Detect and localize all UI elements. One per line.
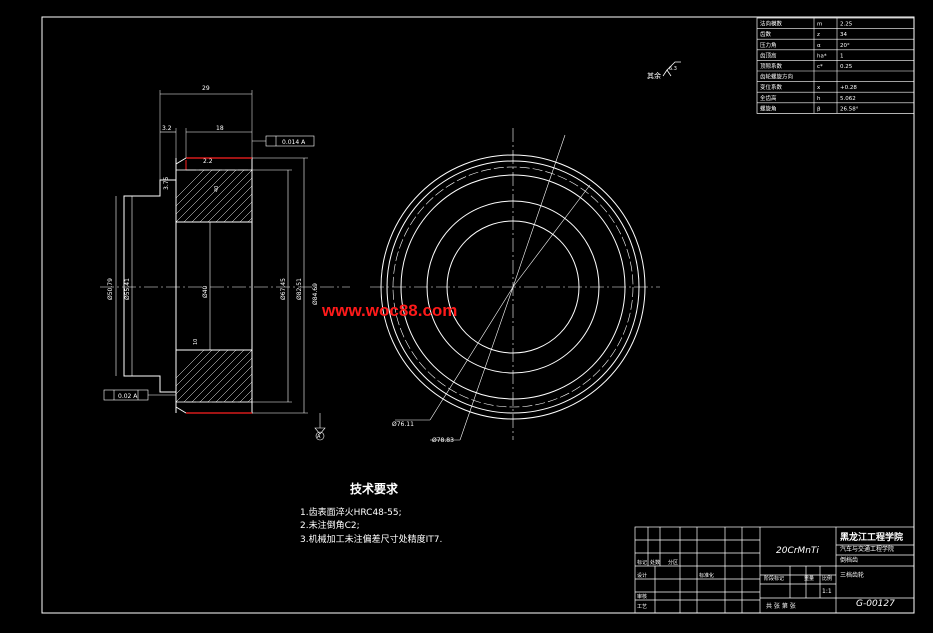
tech-req-title: 技术要求 <box>350 481 399 496</box>
hatch-lower <box>175 349 253 403</box>
param-cell: c* <box>817 64 823 70</box>
label-sheets: 共 张 第 张 <box>766 602 796 610</box>
param-cell: 法向模数 <box>760 20 783 28</box>
param-cell: 34 <box>840 32 847 38</box>
material-text: 20CrMnTi <box>776 546 819 556</box>
dim-d2: Ø55.41 <box>124 278 131 300</box>
param-cell: 26.58° <box>840 106 859 112</box>
label-zone: 分区 <box>668 559 678 566</box>
scale-value: 1:1 <box>822 588 832 595</box>
runout-tolerance: 0.014 A <box>282 139 306 146</box>
param-cell: 2.25 <box>840 22 853 28</box>
dim-step-2: 2.2 <box>203 158 213 165</box>
param-cell: 1 <box>840 53 844 59</box>
dim-d1: Ø50.79 <box>107 278 114 300</box>
param-cell: 变位系数 <box>760 83 783 91</box>
circle-dim-2: Ø78.83 <box>432 437 454 444</box>
label-ratio: 比例 <box>822 575 832 582</box>
section-view <box>100 90 350 441</box>
roughness-note: 其余 6.3 <box>647 61 681 80</box>
dim-10: 10 <box>193 339 199 345</box>
hatch-upper <box>175 169 253 223</box>
param-cell: 5.062 <box>840 96 856 102</box>
label-process: 工艺 <box>637 604 647 610</box>
title-block <box>634 526 915 614</box>
param-cell: 0.25 <box>840 64 853 70</box>
circle-dim-1: Ø76.11 <box>392 421 414 428</box>
dim-step-1: 3.2 <box>162 125 172 132</box>
label-stage: 阶段标记 <box>764 575 784 582</box>
dept-name: 汽车与交通工程学院 <box>840 545 894 553</box>
param-cell: 齿数 <box>760 30 772 38</box>
param-cell: ha* <box>817 53 827 59</box>
dim-375: 3.75 <box>163 176 170 190</box>
school-name: 黑龙江工程学院 <box>840 531 903 543</box>
label-mark: 标记 <box>637 559 647 566</box>
dim-d5: Ø84.69 <box>312 283 319 305</box>
label-design: 设计 <box>637 572 647 579</box>
dim-d3: Ø67.45 <box>280 278 287 300</box>
label-weight: 重量 <box>804 575 814 582</box>
tech-req-item-3: 3.机械加工未注偏差尺寸处精度IT7. <box>300 533 442 545</box>
param-cell: 全齿高 <box>760 94 777 102</box>
param-cell: β <box>817 106 821 112</box>
datum-label: A <box>317 434 321 440</box>
section-dimensions: 29 18 3.2 2.2 3.75 Ø50.79 Ø55.41 Ø40 Ø67… <box>107 85 321 440</box>
dim-40a: 40 <box>214 186 220 192</box>
param-cell: z <box>817 32 820 38</box>
param-cell: 压力角 <box>760 41 777 49</box>
front-view <box>370 128 660 441</box>
roughness-value: 6.3 <box>669 66 677 72</box>
param-cell: h <box>817 96 821 102</box>
dim-d4: Ø82.51 <box>296 278 303 300</box>
watermark: www.woc88.com <box>321 301 457 320</box>
param-cell: 20° <box>840 43 850 49</box>
param-cell: 齿顶高 <box>760 51 777 59</box>
param-cell: 螺旋角 <box>760 104 777 112</box>
tech-requirements: 技术要求 1.齿表面淬火HRC48-55; 2.未注倒角C2; 3.机械加工未注… <box>300 481 442 545</box>
roughness-label: 其余 <box>647 71 661 80</box>
param-cell: α <box>817 43 821 49</box>
part-name-2: 三档齿轮 <box>840 571 864 579</box>
dim-hub-width: 18 <box>216 125 224 132</box>
tech-req-item-1: 1.齿表面淬火HRC48-55; <box>300 506 402 518</box>
label-check: 审核 <box>637 593 647 600</box>
flatness-tolerance: 0.02 A <box>118 393 138 400</box>
param-cell: 顶隙系数 <box>760 62 783 70</box>
tech-req-item-2: 2.未注倒角C2; <box>300 519 360 531</box>
label-standard: 标准化 <box>699 572 714 579</box>
param-cell: x <box>817 85 821 91</box>
param-cell: 齿轮螺旋方向 <box>760 73 793 81</box>
gear-parameter-table: 法向模数 m 2.25 齿数 z 34 压力角 α 20° 齿顶高 ha* 1 顶隙系数 c* 0.25 齿轮… <box>756 17 915 114</box>
dim-bore: Ø40 <box>202 285 209 298</box>
label-count: 处数 <box>650 559 660 566</box>
param-cell: m <box>817 22 822 28</box>
part-name-1: 倒档齿 <box>840 556 858 564</box>
param-cell: +0.28 <box>840 85 857 91</box>
drawing-frame <box>41 16 915 614</box>
title-block-text: 20CrMnTi 黑龙江工程学院 汽车与交通工程学院 倒档齿 三档齿轮 1:1 … <box>637 531 903 610</box>
drawing-number: G-00127 <box>856 599 895 609</box>
dim-overall-width: 29 <box>202 85 210 92</box>
